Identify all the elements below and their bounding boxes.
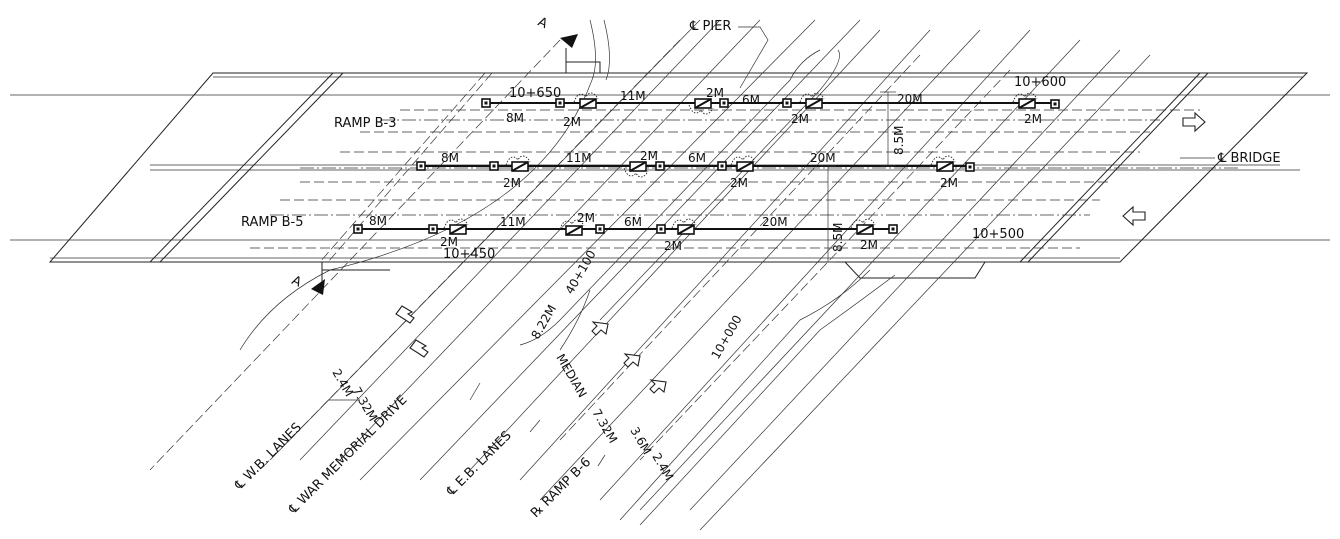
ramp-b6-label: ℞ RAMP B-6 <box>528 455 594 521</box>
dim-2m-bottom-a: 2M <box>440 235 458 249</box>
pier-label: ℄ PIER <box>689 19 731 34</box>
dim-7-32m-right: 7.32M <box>589 407 620 446</box>
dim-2m-mid-a: 2M <box>503 176 521 190</box>
dim-8-22m: 8.22M <box>528 302 559 341</box>
section-marker-top: A <box>535 15 578 62</box>
dim-2m-top-b: 2M <box>706 86 724 100</box>
dim-2m-mid-c: 2M <box>730 176 748 190</box>
section-label-bottom: A <box>289 273 303 290</box>
dim-2m-top-c: 2M <box>791 112 809 126</box>
dim-3-6m: 3.6M <box>627 425 654 457</box>
bearing-row-bottom <box>353 218 898 236</box>
station-10-650: 10+650 <box>509 86 561 101</box>
ramp-b5-label: RAMP B-5 <box>241 215 303 230</box>
vertical-dimension-lines <box>820 91 896 263</box>
dim-6m-mid: 6M <box>688 151 706 165</box>
dim-2m-top-a: 2M <box>563 115 581 129</box>
dim-20m-mid: 20M <box>810 151 836 165</box>
dim-11m-mid: 11M <box>566 151 592 165</box>
dim-2m-bottom-d: 2M <box>860 238 878 252</box>
dim-20m-bottom: 20M <box>762 215 788 229</box>
labels-top-row: ℄ PIER 10+650 10+600 RAMP B-3 8M 2M 11M … <box>334 19 1066 155</box>
dim-6m-bottom: 6M <box>624 215 642 229</box>
arrow-up-icon <box>649 379 667 394</box>
station-10-000: 10+000 <box>708 313 744 362</box>
wb-lanes-label: ℄ W.B. LANES <box>232 420 305 493</box>
bridge-deck-outline <box>48 61 1309 279</box>
dim-8m-bottom: 8M <box>369 214 387 228</box>
bearing-row-top <box>481 92 1060 115</box>
dim-11m-bottom: 11M <box>500 215 526 229</box>
arrow-down-icon <box>409 339 429 358</box>
arrow-up-icon <box>591 321 609 336</box>
arrow-right-icon <box>1122 205 1146 227</box>
dim-11m-top: 11M <box>620 89 646 103</box>
dim-8m-top: 8M <box>506 111 524 125</box>
arrow-up-icon <box>623 353 641 368</box>
station-10-500: 10+500 <box>972 227 1024 242</box>
dim-2-4m-right: 2.4M <box>649 451 676 483</box>
dim-8m-mid: 8M <box>441 151 459 165</box>
dim-8-5m-bottom: 8.5M <box>831 223 845 252</box>
alignment-labels: ℄ W.B. LANES ℄ WAR MEMORIAL DRIVE ℄ E.B.… <box>232 393 595 521</box>
ramp-b3-label: RAMP B-3 <box>334 116 396 131</box>
dim-2m-bottom-b: 2M <box>577 211 595 225</box>
station-40-100: 40+100 <box>562 248 598 297</box>
station-10-450: 10+450 <box>443 247 495 262</box>
median-label: MEDIAN <box>553 352 589 400</box>
dim-8-5m-top: 8.5M <box>892 126 906 155</box>
dim-20m-top: 20M <box>897 92 923 106</box>
dim-2m-bottom-c: 2M <box>664 239 682 253</box>
dim-2m-mid-d: 2M <box>940 176 958 190</box>
eb-lanes-label: ℄ E.B. LANES <box>444 428 515 499</box>
labels-bottom-row: RAMP B-5 8M 2M 10+450 11M 2M 6M 2M 20M 2… <box>241 211 1024 262</box>
arrow-down-icon <box>395 305 415 324</box>
road-alignment-lines <box>149 19 1151 531</box>
labels-middle-row: 8M 2M 11M 2M 6M 2M 20M 2M ℄ BRIDGE 8.5M <box>441 149 1281 252</box>
direction-arrows <box>395 111 1206 394</box>
station-10-600: 10+600 <box>1014 75 1066 90</box>
section-label-top: A <box>535 15 549 32</box>
bridge-label: ℄ BRIDGE <box>1217 151 1281 166</box>
leader-lines <box>328 26 1215 467</box>
dim-6m-top: 6M <box>742 93 760 107</box>
dim-2m-top-d: 2M <box>1024 112 1042 126</box>
arrow-left-icon <box>1182 111 1206 133</box>
dim-2m-mid-b: 2M <box>640 149 658 163</box>
